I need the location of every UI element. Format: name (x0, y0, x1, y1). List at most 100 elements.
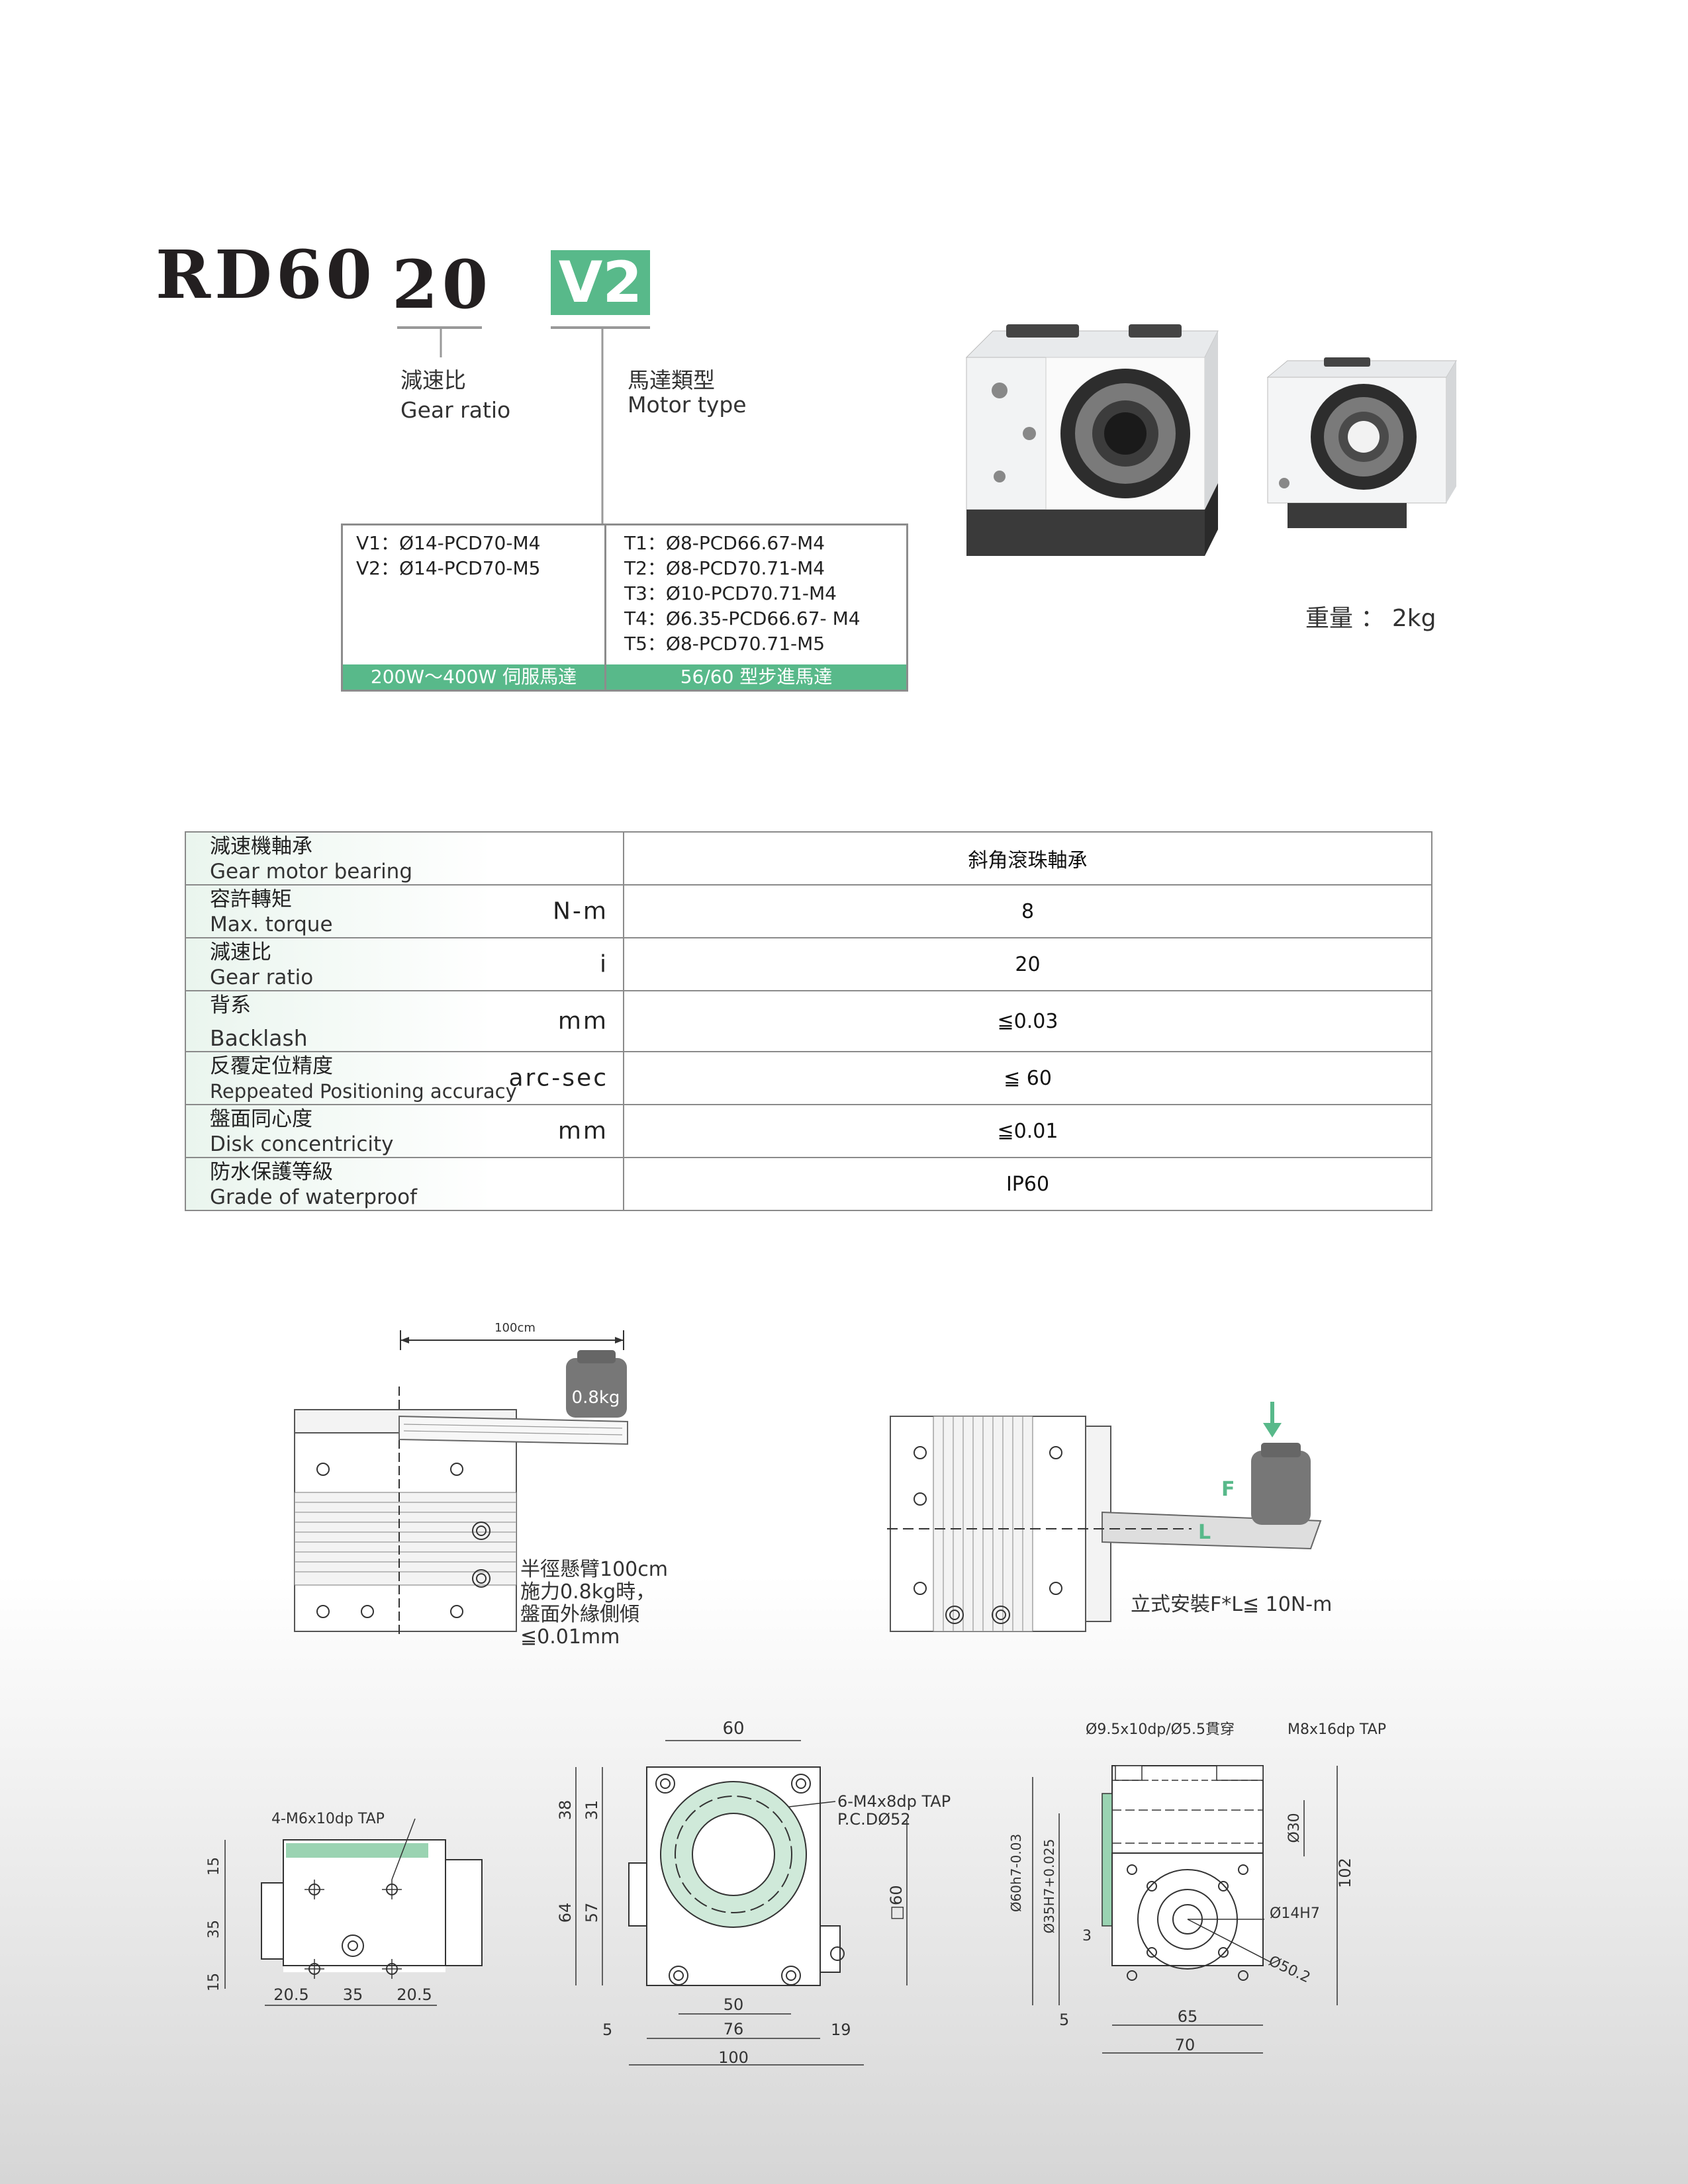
spec-unit: arc-sec (508, 1064, 608, 1092)
bottom-dim: 100 (718, 2048, 749, 2067)
step-footer: 56/60 型步進馬達 (606, 664, 906, 690)
weight-label: 重量 ： 2kg (1305, 605, 1436, 632)
left-dim: 57 (583, 1903, 601, 1923)
v-dim: 35 (206, 1920, 222, 1938)
spec-label-en: Backlash (210, 1025, 308, 1051)
spec-row: 背系 Backlash mm ≦0.03 (185, 990, 1432, 1052)
model-motor-code: V2 (551, 250, 650, 315)
left-dim: Ø60h7-0.03 (1008, 1834, 1024, 1912)
spec-label-en: Max. torque (210, 913, 333, 936)
caption-line: 施力0.8kg時， (520, 1580, 656, 1604)
spec-label-zh: 反覆定位精度 (210, 1054, 333, 1078)
bottom-dim: 19 (831, 2021, 851, 2039)
top-dim: 60 (722, 1719, 744, 1739)
step-code: T1：Ø8-PCD66.67-M4 (624, 532, 825, 554)
load-test-caption: 半徑懸臂100cm 施力0.8kg時， 盤面外緣側傾 ≦0.01mm (520, 1559, 668, 1649)
right-dim: □60 (887, 1885, 906, 1920)
force-label: F (1221, 1478, 1235, 1501)
vertical-mount-diagram: F L (887, 1402, 1322, 1632)
spec-label-en: Gear ratio (210, 966, 314, 989)
small-dim: 3 (1082, 1928, 1092, 1944)
hole-label: Ø9.5x10dp/Ø5.5貫穿 (1086, 1721, 1235, 1738)
ratio-label-zh: 減速比 (400, 367, 466, 393)
spec-label-en: Grade of waterproof (210, 1185, 418, 1209)
caption-line: 半徑懸臂100cm (520, 1558, 668, 1581)
tap-label: 4-M6x10dp TAP (271, 1811, 385, 1827)
length-label: L (1198, 1521, 1211, 1544)
motor-label-zh: 馬達類型 (628, 367, 715, 393)
model-ratio-code: 20 (392, 246, 492, 324)
spec-value: 8 (623, 884, 1432, 938)
spec-label-en: Gear motor bearing (210, 860, 413, 884)
section-view-drawing: Ø9.5x10dp/Ø5.5貫穿 M8x16dp TAP Ø60h7-0.03 … (1008, 1721, 1386, 2054)
step-code: T3：Ø10-PCD70.71-M4 (624, 582, 837, 604)
ratio-label-en: Gear ratio (400, 397, 511, 423)
spec-unit: mm (557, 1117, 608, 1145)
callout-lines (397, 326, 650, 523)
spec-unit: N-m (553, 897, 608, 925)
right-dim: Ø30 (1286, 1813, 1303, 1843)
spec-value: ≦ 60 (623, 1051, 1432, 1105)
product-photo (965, 324, 1457, 556)
left-dim: Ø35H7+0.025 (1041, 1839, 1057, 1934)
motor-label-en: Motor type (628, 392, 747, 418)
step-code: T5：Ø8-PCD70.71-M5 (624, 633, 825, 655)
caption-line: 盤面外緣側傾 (520, 1603, 639, 1626)
weight-tag: 0.8kg (572, 1388, 620, 1408)
v-dim: 15 (206, 1973, 222, 1991)
spec-label-zh: 容許轉矩 (210, 887, 292, 911)
bore-dim: Ø14H7 (1270, 1905, 1320, 1922)
spec-label-zh: 減速比 (210, 940, 271, 964)
spec-label-zh: 減速機軸承 (210, 835, 312, 858)
bottom-dim: 65 (1178, 2007, 1198, 2026)
h-dim: 35 (343, 1985, 363, 2004)
spec-unit: mm (557, 1007, 608, 1035)
bottom-dim: 5 (602, 2021, 612, 2039)
pcd-label: P.C.DØ52 (837, 1810, 911, 1829)
tap-label: 6-M4x8dp TAP (837, 1792, 951, 1811)
pcd-dim: Ø50.2 (1266, 1953, 1313, 1987)
bottom-dim: 70 (1175, 2036, 1196, 2054)
right-dim: 102 (1336, 1858, 1354, 1888)
spec-label-zh: 防水保護等級 (210, 1160, 333, 1184)
load-test-diagram: 100cm 0.8kg (294, 1321, 628, 1638)
h-dim: 20.5 (397, 1985, 432, 2004)
bottom-dim: 5 (1059, 2011, 1069, 2029)
spec-unit: i (599, 950, 608, 978)
left-dim: 64 (556, 1903, 575, 1923)
spec-label-en: Reppeated Positioning accuracy (210, 1080, 517, 1103)
spec-value: 斜角滾珠軸承 (623, 831, 1432, 886)
side-view-drawing: 4-M6x10dp TAP 15 35 15 20.5 35 20.5 (206, 1811, 483, 2006)
spec-label-zh: 盤面同心度 (210, 1107, 312, 1131)
front-view-drawing: 60 6-M4x8dp TAP P.C.DØ52 38 31 64 57 □60… (556, 1719, 951, 2067)
spec-label-zh: 背系 (210, 993, 251, 1017)
spec-value: 20 (623, 937, 1432, 991)
left-dim: 38 (556, 1800, 575, 1821)
v-dim: 15 (206, 1857, 222, 1876)
spec-value: IP60 (623, 1157, 1432, 1211)
spec-label-en: Disk concentricity (210, 1132, 394, 1156)
model-prefix: RD60 (156, 236, 376, 314)
servo-footer: 200W～400W 伺服馬達 (343, 664, 604, 690)
distance-label: 100cm (494, 1321, 536, 1335)
step-code: T4：Ø6.35-PCD66.67- M4 (624, 608, 861, 629)
bottom-dim: 76 (724, 2020, 744, 2038)
spec-value: ≦0.03 (623, 990, 1432, 1052)
servo-code: V1：Ø14-PCD70-M4 (356, 532, 541, 554)
motor-code-table: V1：Ø14-PCD70-M4 V2：Ø14-PCD70-M5 T1：Ø8-PC… (341, 523, 908, 692)
left-dim: 31 (583, 1800, 601, 1821)
tap-label: M8x16dp TAP (1288, 1721, 1386, 1738)
caption-line: ≦0.01mm (520, 1625, 620, 1649)
bottom-dim: 50 (724, 1995, 744, 2014)
servo-code: V2：Ø14-PCD70-M5 (356, 557, 541, 579)
step-code: T2：Ø8-PCD70.71-M4 (624, 557, 825, 579)
spec-value: ≦0.01 (623, 1104, 1432, 1158)
vertical-mount-caption: 立式安裝F*L≦ 10N-m (1131, 1593, 1333, 1616)
